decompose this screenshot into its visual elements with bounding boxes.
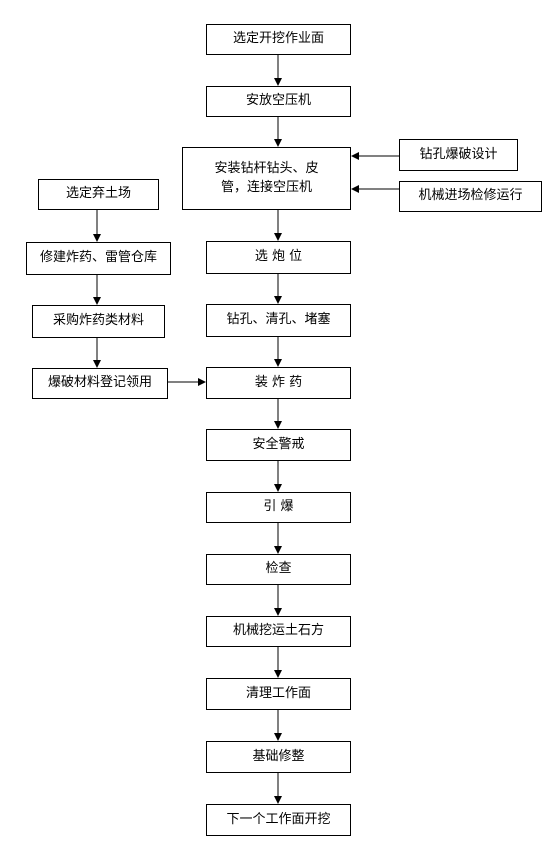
main-step-1: 选定开挖作业面: [206, 24, 351, 55]
main-step-11: 清理工作面: [206, 678, 351, 710]
main-step-2: 安放空压机: [206, 86, 351, 117]
left-step-4: 爆破材料登记领用: [32, 368, 168, 399]
main-step-9: 检查: [206, 554, 351, 585]
right-input-machine: 机械进场检修运行: [399, 181, 542, 212]
main-step-8: 引 爆: [206, 492, 351, 523]
main-step-10: 机械挖运土石方: [206, 616, 351, 647]
main-step-3: 安装钻杆钻头、皮 管，连接空压机: [182, 147, 351, 210]
main-step-5: 钻孔、清孔、堵塞: [206, 304, 351, 337]
main-step-4: 选 炮 位: [206, 241, 351, 274]
main-step-12: 基础修整: [206, 741, 351, 773]
main-step-7: 安全警戒: [206, 429, 351, 461]
left-step-1: 选定弃土场: [38, 179, 159, 210]
right-input-design: 钻孔爆破设计: [399, 139, 518, 171]
left-step-3: 采购炸药类材料: [32, 305, 165, 338]
main-step-13: 下一个工作面开挖: [206, 804, 351, 836]
main-step-6: 装 炸 药: [206, 367, 351, 399]
left-step-2: 修建炸药、雷管仓库: [26, 242, 171, 275]
